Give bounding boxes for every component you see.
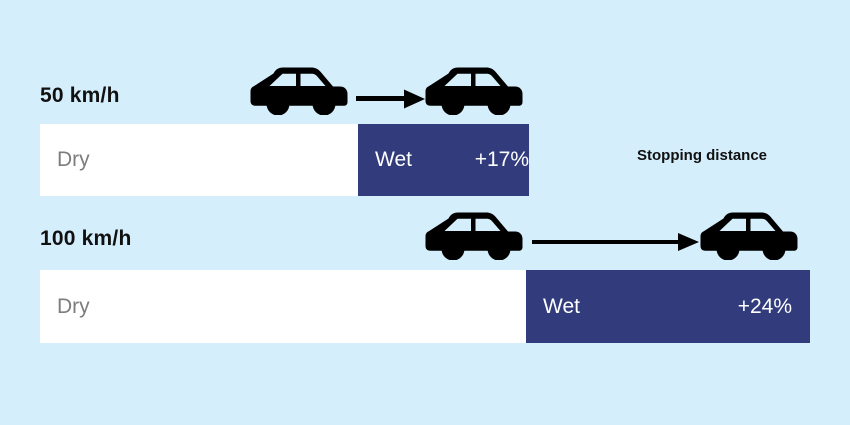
bar-segment-wet-label: Wet xyxy=(543,294,580,318)
car-icon xyxy=(699,208,799,265)
page-title: Stopping distance xyxy=(637,147,768,164)
car-icon xyxy=(424,63,524,120)
bar-segment-wet: Wet +24% xyxy=(526,270,810,343)
arrow-right-icon xyxy=(356,88,426,115)
bar-segment-dry-label: Dry xyxy=(57,294,90,318)
arrow-right-icon xyxy=(532,231,700,258)
car-icon xyxy=(249,63,349,120)
car-icon xyxy=(424,208,524,265)
bar-segment-wet-label: Wet xyxy=(375,148,412,171)
stopping-distance-bar-50: Dry Wet +17% xyxy=(40,124,529,196)
bar-segment-wet-value: +24% xyxy=(737,294,792,318)
bar-segment-dry: Dry xyxy=(40,124,358,196)
speed-label-100: 100 km/h xyxy=(40,227,132,250)
bar-segment-dry-label: Dry xyxy=(57,148,90,171)
speed-label-50: 50 km/h xyxy=(40,84,120,107)
bar-segment-wet-value: +17% xyxy=(474,148,529,171)
bar-segment-wet: Wet +17% xyxy=(358,124,529,196)
stopping-distance-bar-100: Dry Wet +24% xyxy=(40,270,810,343)
bar-segment-dry: Dry xyxy=(40,270,526,343)
